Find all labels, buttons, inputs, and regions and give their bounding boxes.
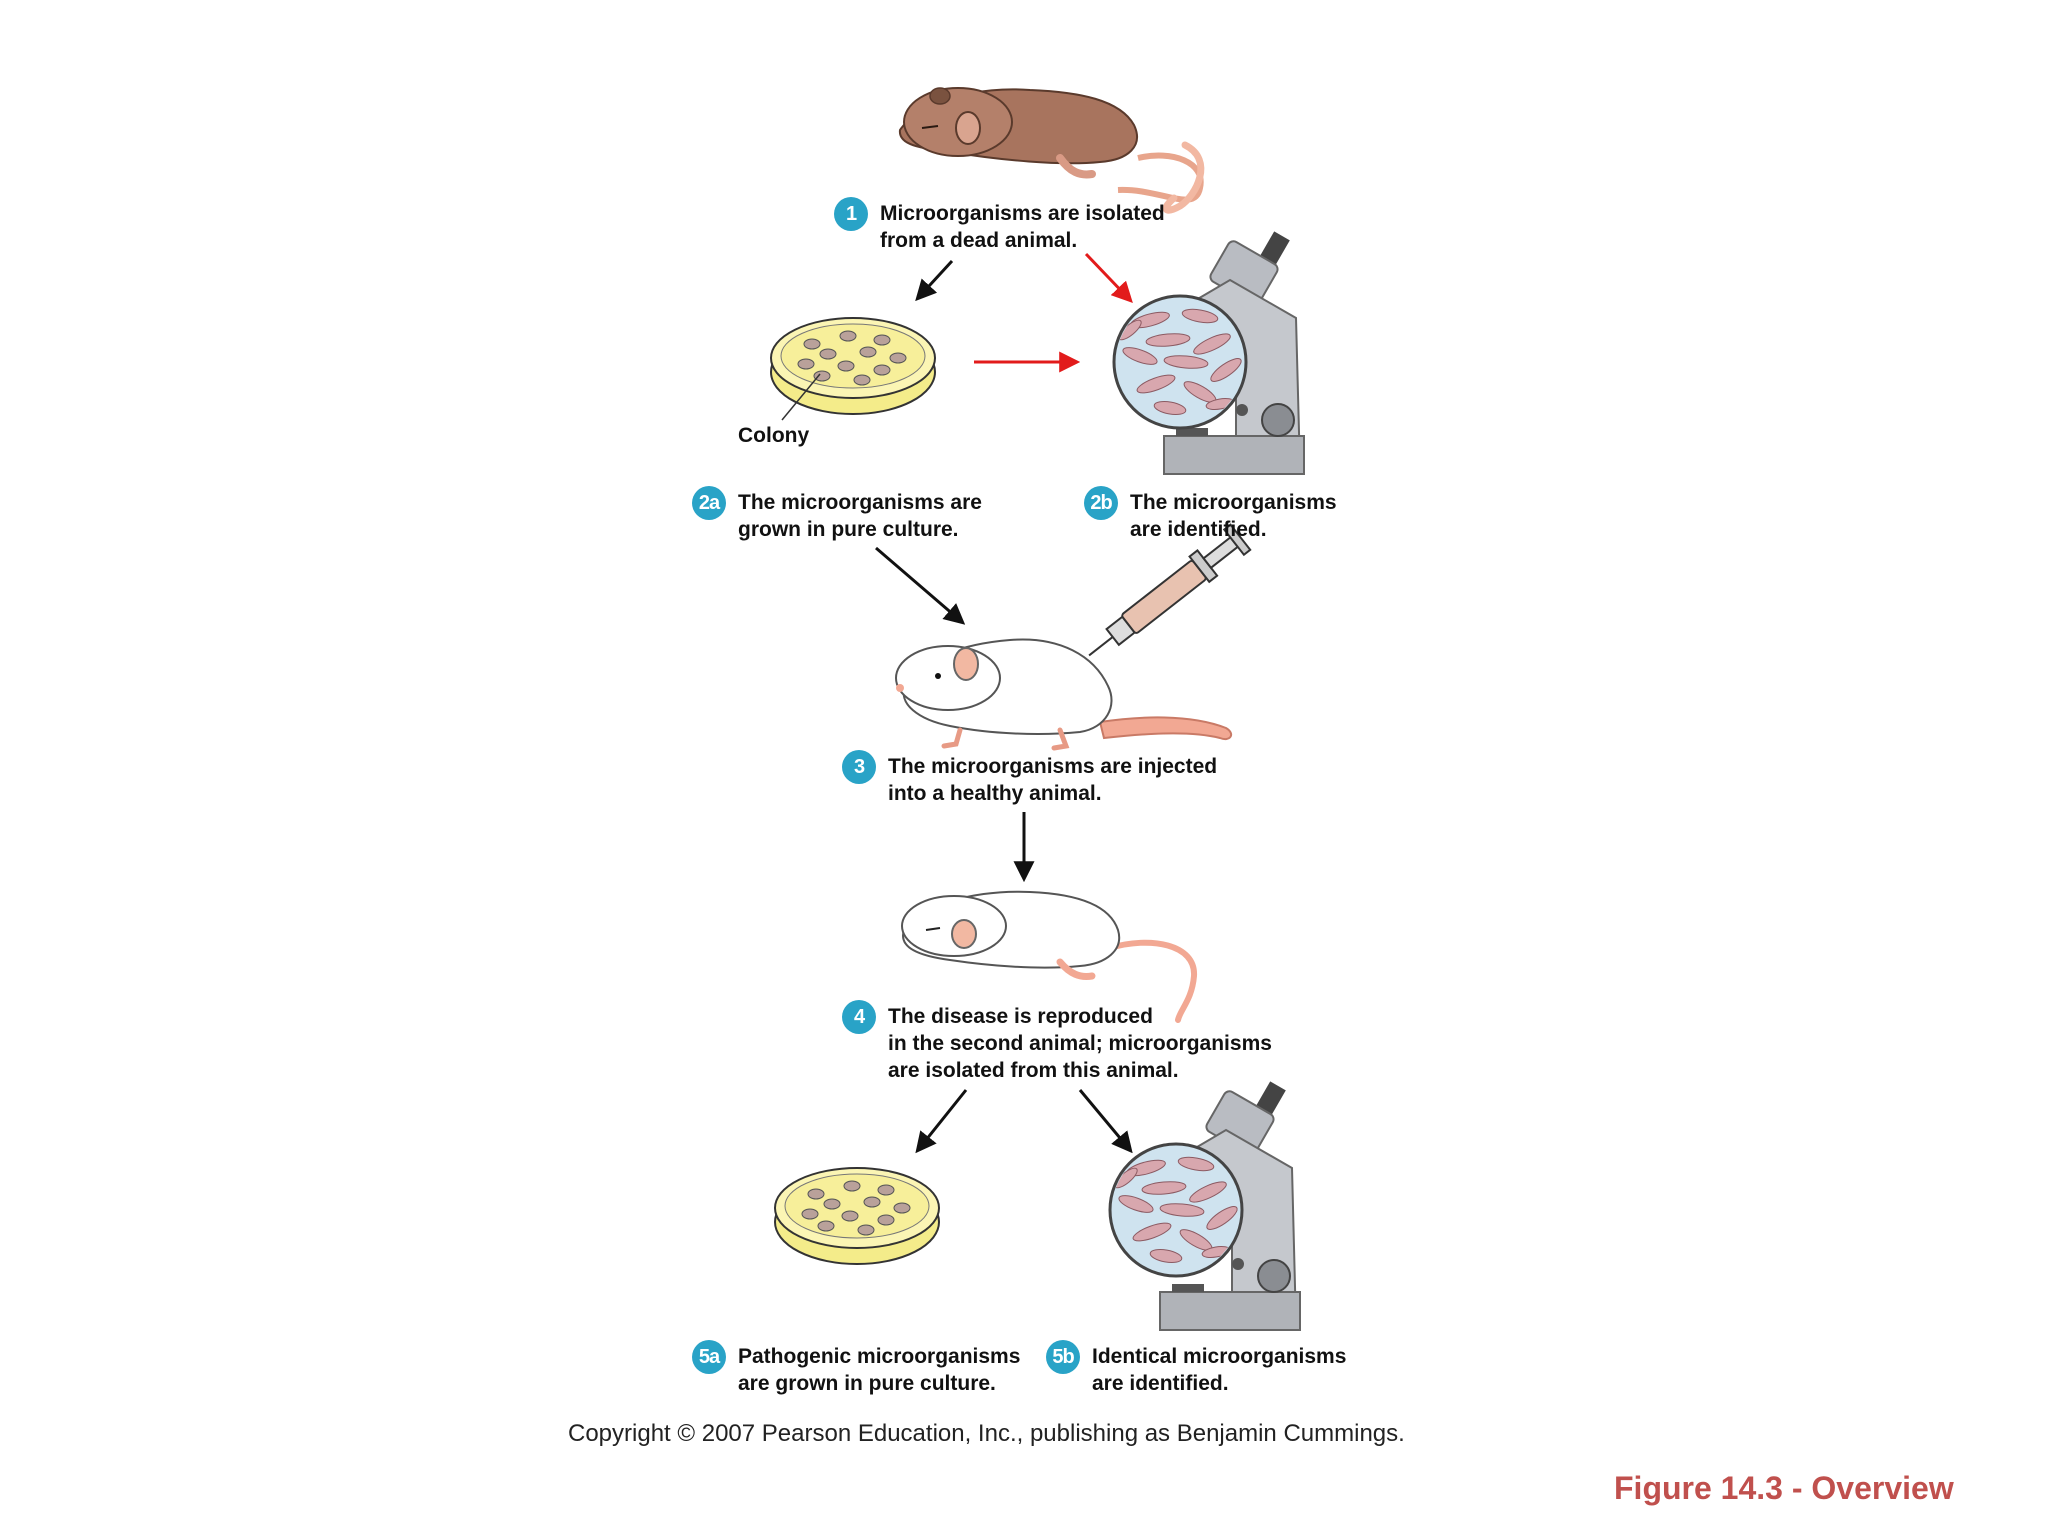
step-2b-label: The microorganisms are identified. [1130,489,1337,543]
step-1-badge: 1 [834,197,868,231]
sick-mouse-icon [901,890,1198,1023]
syringe-icon [1088,523,1252,657]
microscope-icon [1108,1081,1301,1331]
petri-dish-icon [770,317,936,421]
step-5b-label: Identical microorganisms are identified. [1092,1343,1346,1397]
step-3-label: The microorganisms are injected into a h… [888,753,1217,807]
microscope-icon [1112,231,1305,475]
step-4-badge: 4 [842,1000,876,1034]
step-4-line-2: in the second animal; microorganisms [888,1032,1272,1055]
colony-label: Colony [738,424,810,447]
step-5a-label: Pathogenic microorganisms are grown in p… [738,1343,1020,1397]
petri-dish-icon [774,1167,940,1265]
step-5b-badge: 5b [1046,1340,1080,1374]
arrow-icon [915,259,954,302]
step-5b-line-1: Identical microorganisms [1092,1345,1347,1368]
step-3-line-2: into a healthy animal. [888,782,1102,805]
arrow-icon [915,1089,968,1154]
step-2a-label: The microorganisms are grown in pure cul… [738,489,982,543]
step-4-line-3: are isolated from this animal. [888,1059,1179,1082]
arrow-icon [875,546,966,625]
step-5a-badge: 5a [692,1340,726,1374]
step-3-badge: 3 [842,750,876,784]
step-5b-line-2: are identified. [1092,1372,1229,1395]
step-4-label: The disease is reproduced in the second … [888,1003,1272,1084]
step-2b-line-1: The microorganisms [1130,491,1337,514]
step-1-line-2: from a dead animal. [880,229,1078,252]
step-3-line-1: The microorganisms are injected [888,755,1218,778]
arrow-icon [1084,252,1133,304]
step-2a-line-1: The microorganisms are [738,491,982,514]
copyright-notice: Copyright © 2007 Pearson Education, Inc.… [568,1420,1405,1447]
step-1-label: Microorganisms are isolated from a dead … [880,200,1165,254]
step-2a-badge: 2a [692,486,726,520]
step-5a-line-2: are grown in pure culture. [738,1372,996,1395]
step-2b-line-2: are identified. [1130,518,1267,541]
step-2a-line-2: grown in pure culture. [738,518,959,541]
step-2b-badge: 2b [1084,486,1118,520]
figure-title: Figure 14.3 - Overview [1614,1470,1954,1506]
step-4-line-1: The disease is reproduced [888,1005,1153,1028]
dead-mouse-icon [898,87,1205,214]
step-5a-line-1: Pathogenic microorganisms [738,1345,1021,1368]
step-1-line-1: Microorganisms are isolated [880,202,1165,225]
healthy-mouse-icon [895,638,1233,751]
arrow-icon [1078,1089,1133,1154]
